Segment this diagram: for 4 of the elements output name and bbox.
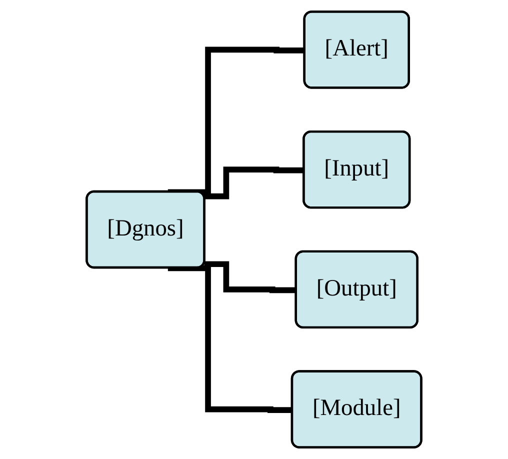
connector — [168, 265, 293, 413]
connector — [168, 46, 306, 196]
connector — [204, 261, 297, 294]
connector — [204, 166, 304, 200]
